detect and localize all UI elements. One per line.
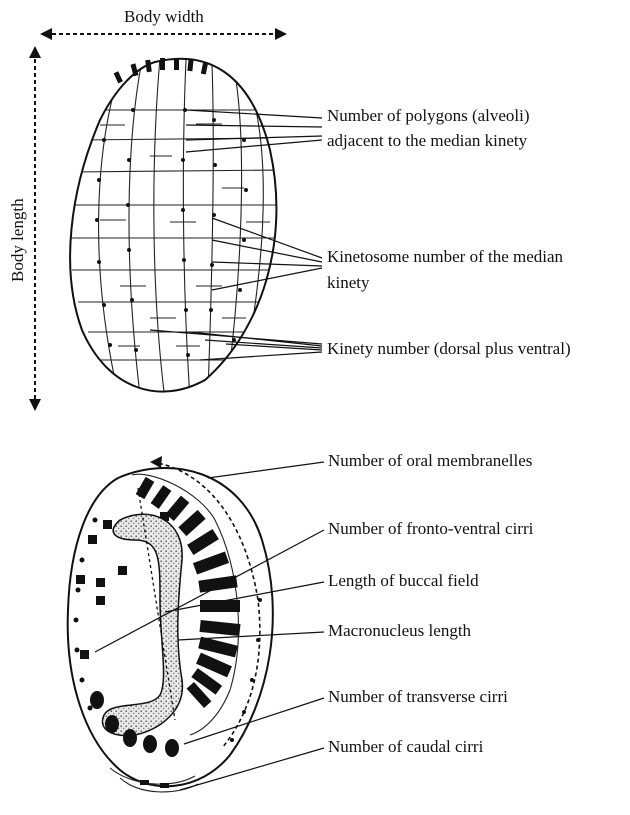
body-length-label: Body length <box>8 198 27 282</box>
kinetosome-pointer-lines <box>212 218 322 290</box>
body-width-arrow <box>40 28 287 40</box>
kinetosome-label-line2: kinety <box>327 273 370 292</box>
polygon-pointer-lines <box>186 110 322 152</box>
alveoli-pattern <box>70 58 284 400</box>
dorsal-cell <box>70 58 284 400</box>
body-width-label: Body width <box>124 7 204 26</box>
kinetosome-label-line1: Kinetosome number of the median <box>327 247 564 266</box>
kinety-number-label: Kinety number (dorsal plus ventral) <box>327 339 571 358</box>
macronucleus-label: Macronucleus length <box>328 621 472 640</box>
buccal-field-label: Length of buccal field <box>328 571 479 590</box>
kinety-pointer-lines <box>150 330 322 360</box>
caudal-cirri-label: Number of caudal cirri <box>328 737 484 756</box>
fronto-ventral-cirri-label: Number of fronto-ventral cirri <box>328 519 534 538</box>
macronucleus <box>102 514 182 735</box>
transverse-cirri-label: Number of transverse cirri <box>328 687 508 706</box>
ventral-cell <box>68 456 273 792</box>
kinetosomes <box>95 108 248 357</box>
oral-membranelles-label: Number of oral membranelles <box>328 451 532 470</box>
polygons-label-line1: Number of polygons (alveoli) <box>327 106 530 125</box>
body-length-arrow <box>29 46 41 411</box>
polygons-label-line2: adjacent to the median kinety <box>327 131 528 150</box>
oral-membranelles <box>136 477 241 708</box>
